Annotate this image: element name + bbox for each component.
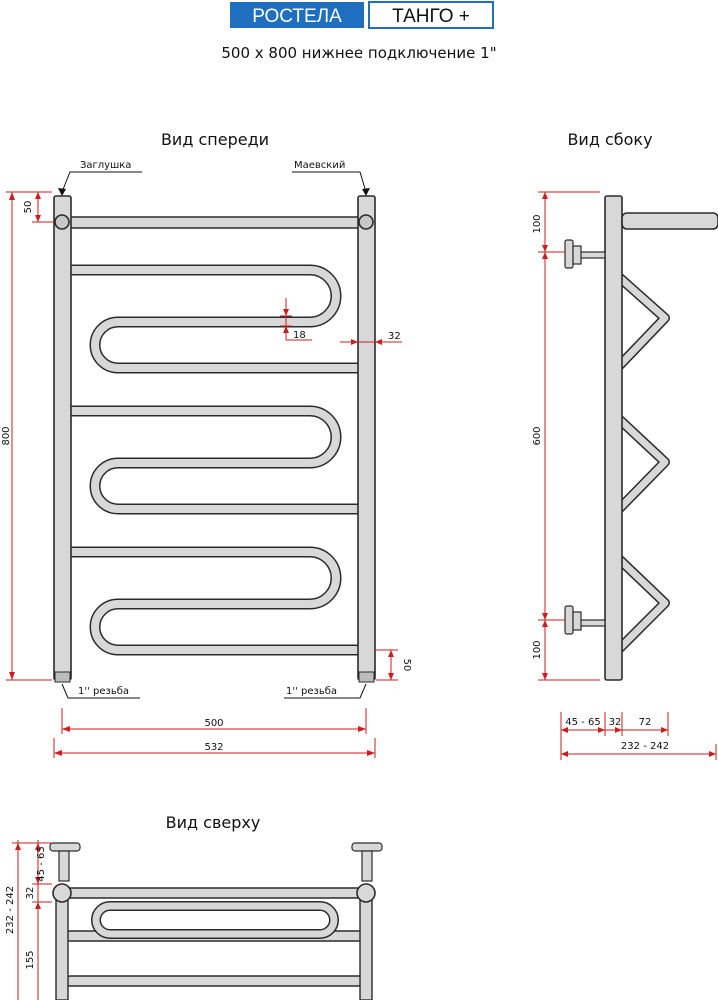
dim-top-pipe: 32 xyxy=(25,887,36,900)
dim-front-bottom: 50 xyxy=(401,659,412,672)
top-left-flange xyxy=(49,842,81,882)
dim-side-coil: 72 xyxy=(639,717,652,728)
model-name: ТАНГО + xyxy=(392,6,470,27)
dim-front-pipe: 32 xyxy=(388,331,401,342)
front-view: Заглушка Маевский 1'' резьба 1'' резьба … xyxy=(1,160,412,758)
label-thread-left: 1'' резьба xyxy=(78,686,129,697)
top-view: 45 - 65 32 232 - 242 155 xyxy=(5,840,383,1000)
dim-front-height: 800 xyxy=(1,426,12,445)
label-mayevsky: Маевский xyxy=(294,160,345,171)
view-title-front: Вид спереди xyxy=(161,130,269,149)
front-coil xyxy=(64,264,366,656)
view-title-side: Вид сбоку xyxy=(567,130,652,149)
side-bracket-bottom xyxy=(564,605,606,635)
top-left-rail xyxy=(55,896,69,1000)
dim-side-pipe: 32 xyxy=(609,717,622,728)
dim-top-total: 232 - 242 xyxy=(5,886,16,934)
brand-badge xyxy=(230,2,364,28)
top-bar-back xyxy=(65,975,364,987)
side-top-bar xyxy=(621,212,718,230)
dim-front-width-outer: 532 xyxy=(204,742,223,753)
front-left-riser xyxy=(53,195,72,681)
front-mayevsky-cap xyxy=(358,214,374,230)
front-top-bar xyxy=(61,216,368,229)
dim-side-mid: 600 xyxy=(532,426,543,445)
top-right-riser xyxy=(356,883,376,903)
dim-side-bottom: 100 xyxy=(532,640,543,659)
front-plug-cap xyxy=(54,214,70,230)
label-thread-right: 1'' резьба xyxy=(286,686,337,697)
side-coil xyxy=(615,273,670,653)
brand-name: РОСТЕЛА xyxy=(252,6,342,27)
dim-front-width-inner: 500 xyxy=(204,718,223,729)
model-badge xyxy=(368,1,494,29)
side-view: 100 600 100 45 - 65 32 72 232 - 242 xyxy=(532,191,718,760)
top-right-rail xyxy=(359,896,373,1000)
dim-side-top: 100 xyxy=(532,214,543,233)
view-title-top: Вид сверху xyxy=(166,813,261,832)
front-right-thread xyxy=(358,671,375,683)
dim-front-top: 50 xyxy=(23,201,34,214)
label-plug: Заглушка xyxy=(80,160,131,171)
dim-side-total: 232 - 242 xyxy=(621,741,669,752)
header: РОСТЕЛА ТАНГО + 500 x 800 нижнее подключ… xyxy=(221,1,497,62)
front-right-riser xyxy=(357,195,376,681)
side-riser xyxy=(604,195,623,681)
top-right-flange xyxy=(351,842,383,882)
dim-front-gap: 18 xyxy=(293,330,306,341)
top-bar-front xyxy=(61,887,368,899)
dim-top-depth: 155 xyxy=(25,950,36,969)
dim-top-wall: 45 - 65 xyxy=(36,846,47,881)
front-left-thread xyxy=(54,671,71,683)
top-left-riser xyxy=(52,883,72,903)
dim-side-wall: 45 - 65 xyxy=(565,717,600,728)
side-bracket-top xyxy=(564,239,606,269)
subtitle: 500 x 800 нижнее подключение 1" xyxy=(221,44,496,62)
